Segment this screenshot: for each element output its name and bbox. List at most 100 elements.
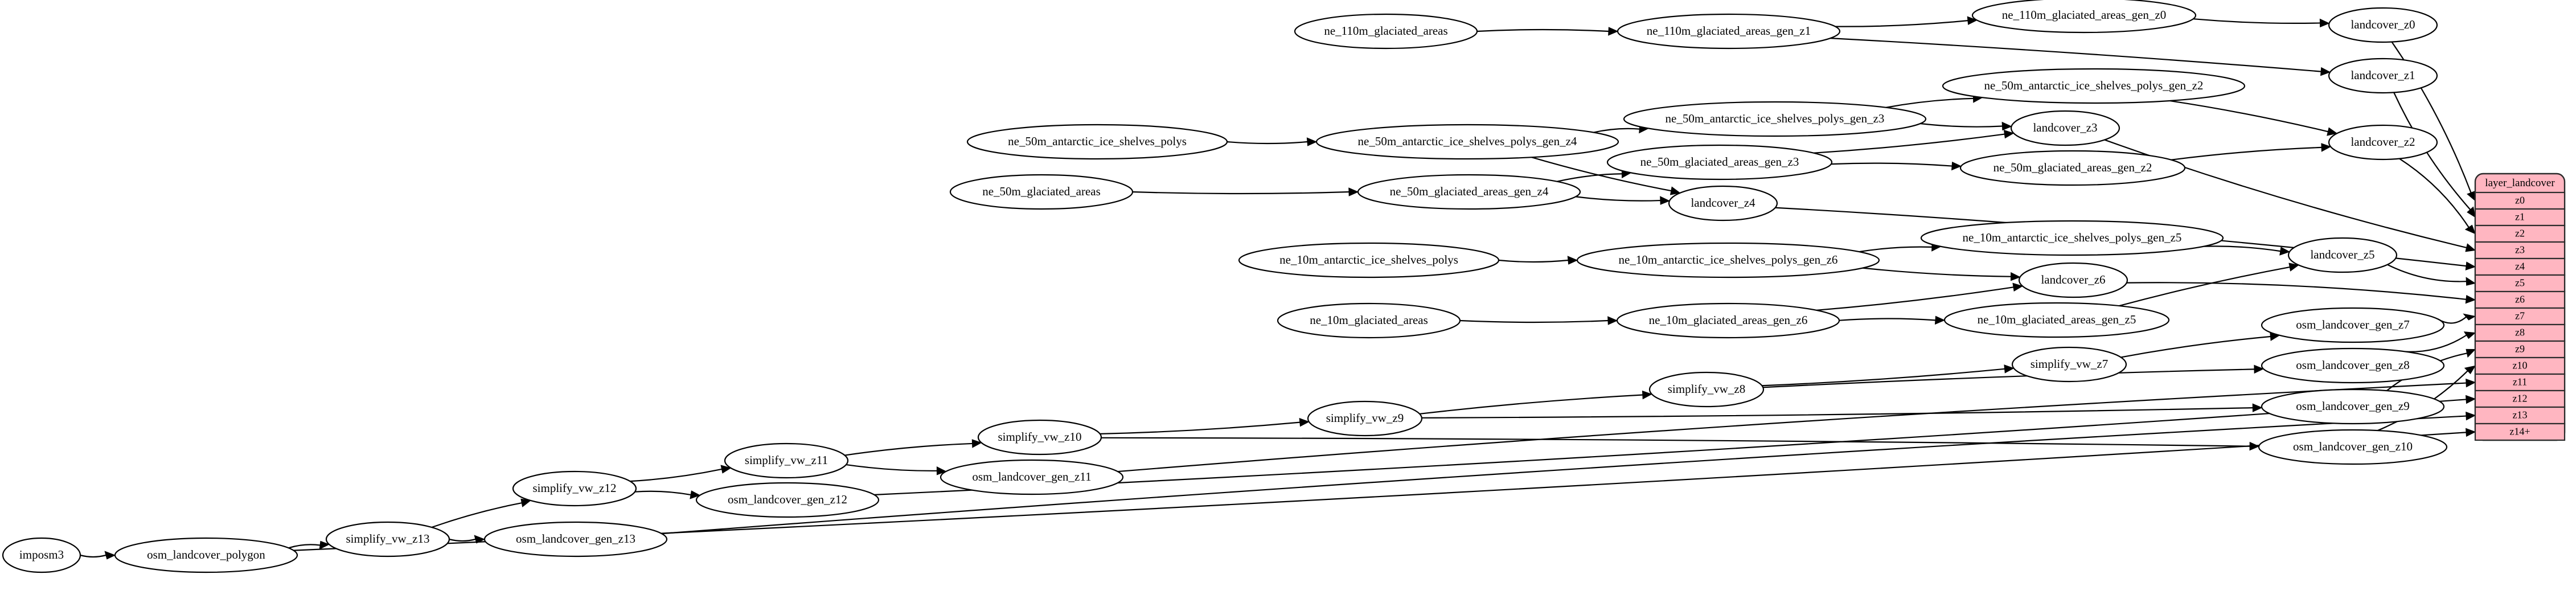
node-label: simplify_vw_z7 [2031, 357, 2109, 371]
record-table-row-z7[interactable] [2474, 307, 2566, 326]
edge-arrowhead [1934, 315, 1946, 325]
record-table-title: layer_landcover [2485, 177, 2555, 189]
graph-edge [1830, 38, 2321, 72]
edge-arrowhead [2010, 272, 2021, 281]
node-ellipse [1277, 302, 1461, 339]
graph-edge [1459, 319, 1609, 323]
graph-node-ne_50m_glaciated_areas_gen_z4[interactable]: ne_50m_glaciated_areas_gen_z4 [1357, 174, 1581, 210]
node-label: ne_50m_glaciated_areas_gen_z3 [1640, 155, 1799, 169]
graph-node-ne_10m_glaciated_areas[interactable]: ne_10m_glaciated_areas [1277, 302, 1461, 339]
node-ellipse [2010, 110, 2120, 146]
graph-node-ne_10m_antarctic_ice_shelves_polys_gen_z6[interactable]: ne_10m_antarctic_ice_shelves_polys_gen_z… [1576, 242, 1880, 278]
graph-node-landcover_z3[interactable]: landcover_z3 [2010, 110, 2120, 146]
graph-node-simplify_vw_z12[interactable]: simplify_vw_z12 [512, 470, 637, 507]
graph-node-ne_50m_antarctic_ice_shelves_polys_gen_z4[interactable]: ne_50m_antarctic_ice_shelves_polys_gen_z… [1315, 124, 1619, 160]
node-label: landcover_z0 [2351, 18, 2415, 31]
graph-node-osm_landcover_gen_z7[interactable]: osm_landcover_gen_z7 [2261, 307, 2445, 343]
graph-edge [1763, 368, 2255, 388]
edge-arrowhead [2012, 282, 2024, 292]
node-label: imposm3 [19, 548, 64, 561]
edge-arrowhead [2466, 378, 2476, 388]
edge-arrowhead [2465, 294, 2476, 304]
graph-node-landcover_z4[interactable]: landcover_z4 [1668, 185, 1778, 222]
node-ellipse [114, 537, 298, 573]
graph-node-ne_10m_antarctic_ice_shelves_polys[interactable]: ne_10m_antarctic_ice_shelves_polys [1238, 242, 1500, 278]
graph-edge [1227, 141, 1308, 145]
node-label: ne_50m_antarctic_ice_shelves_polys_gen_z… [1666, 112, 1885, 125]
edge-arrowhead [2467, 206, 2476, 218]
graph-node-osm_landcover_gen_z8[interactable]: osm_landcover_gen_z8 [2261, 347, 2445, 384]
record-table-row-label: z2 [2515, 228, 2525, 239]
graph-node-ne_50m_antarctic_ice_shelves_polys_gen_z2[interactable]: ne_50m_antarctic_ice_shelves_polys_gen_z… [1942, 68, 2246, 104]
graph-node-osm_landcover_gen_z13[interactable]: osm_landcover_gen_z13 [483, 521, 668, 557]
node-label: ne_10m_antarctic_ice_shelves_polys [1279, 253, 1458, 266]
record-table-row-z2[interactable] [2474, 224, 2566, 243]
graph-edge [1531, 157, 1672, 192]
node-ellipse [1576, 242, 1880, 278]
node-label: osm_landcover_gen_z9 [2296, 399, 2409, 413]
node-label: simplify_vw_z12 [533, 481, 617, 495]
graph-node-osm_landcover_gen_z12[interactable]: osm_landcover_gen_z12 [695, 482, 880, 518]
graph-node-ne_110m_glaciated_areas[interactable]: ne_110m_glaciated_areas [1294, 13, 1478, 50]
record-table-row-z13[interactable] [2474, 406, 2566, 425]
edge-arrowhead [104, 551, 116, 560]
graph-node-ne_110m_glaciated_areas_gen_z0[interactable]: ne_110m_glaciated_areas_gen_z0 [1971, 0, 2197, 34]
node-ellipse [949, 174, 1134, 210]
node-ellipse [966, 124, 1228, 160]
graph-node-osm_landcover_polygon[interactable]: osm_landcover_polygon [114, 537, 298, 573]
graph-node-simplify_vw_z8[interactable]: simplify_vw_z8 [1648, 371, 1765, 408]
edge-arrowhead [1670, 186, 1681, 195]
graph-node-ne_50m_glaciated_areas[interactable]: ne_50m_glaciated_areas [949, 174, 1134, 210]
graph-node-ne_10m_glaciated_areas_gen_z6[interactable]: ne_10m_glaciated_areas_gen_z6 [1616, 302, 1840, 339]
graph-node-ne_50m_glaciated_areas_gen_z2[interactable]: ne_50m_glaciated_areas_gen_z2 [1959, 150, 2186, 186]
record-table-row-z6[interactable] [2474, 290, 2566, 309]
graph-edge [1831, 162, 1952, 167]
graph-node-osm_landcover_gen_z10[interactable]: osm_landcover_gen_z10 [2258, 429, 2448, 465]
graph-node-ne_50m_antarctic_ice_shelves_polys_gen_z3[interactable]: ne_50m_antarctic_ice_shelves_polys_gen_z… [1623, 101, 1927, 137]
node-ellipse [2261, 347, 2445, 384]
graph-node-ne_10m_glaciated_areas_gen_z5[interactable]: ne_10m_glaciated_areas_gen_z5 [1943, 302, 2170, 338]
record-table-row-label: z8 [2515, 327, 2525, 338]
graph-edge [1839, 318, 1936, 321]
graph-node-ne_50m_glaciated_areas_gen_z3[interactable]: ne_50m_glaciated_areas_gen_z3 [1606, 144, 1833, 181]
graph-node-imposm3[interactable]: imposm3 [2, 537, 81, 573]
graph-node-simplify_vw_z11[interactable]: simplify_vw_z11 [724, 442, 849, 479]
record-table-row-label: z4 [2515, 261, 2525, 272]
graph-node-osm_landcover_gen_z11[interactable]: osm_landcover_gen_z11 [940, 459, 1124, 495]
node-label: ne_10m_glaciated_areas_gen_z6 [1649, 313, 1808, 327]
graph-node-landcover_z2[interactable]: landcover_z2 [2328, 124, 2438, 161]
graph-node-ne_10m_antarctic_ice_shelves_polys_gen_z5[interactable]: ne_10m_antarctic_ice_shelves_polys_gen_z… [1920, 220, 2224, 256]
graph-edge [2193, 18, 2320, 24]
node-label: ne_10m_glaciated_areas_gen_z5 [1978, 313, 2136, 326]
graph-node-landcover_z5[interactable]: landcover_z5 [2287, 237, 2398, 273]
graph-node-simplify_vw_z7[interactable]: simplify_vw_z7 [2011, 346, 2127, 383]
node-layer: ne_110m_glaciated_areas ne_110m_glaciated… [2, 0, 2448, 573]
node-label: osm_landcover_gen_z8 [2296, 358, 2409, 372]
graph-node-simplify_vw_z10[interactable]: simplify_vw_z10 [977, 419, 1102, 456]
graph-edge [2126, 282, 2467, 300]
graph-node-simplify_vw_z9[interactable]: simplify_vw_z9 [1307, 400, 1423, 437]
node-ellipse [1307, 400, 1423, 437]
node-label: ne_50m_antarctic_ice_shelves_polys_gen_z… [1984, 79, 2204, 92]
edge-arrowhead [2466, 277, 2476, 286]
graph-node-osm_landcover_gen_z9[interactable]: osm_landcover_gen_z9 [2261, 388, 2445, 425]
node-ellipse [2258, 429, 2448, 465]
node-ellipse [1668, 185, 1778, 222]
record-table-row-z10[interactable] [2474, 356, 2566, 375]
graph-node-landcover_z1[interactable]: landcover_z1 [2328, 58, 2438, 94]
graph-node-ne_110m_glaciated_areas_gen_z1[interactable]: ne_110m_glaciated_areas_gen_z1 [1617, 13, 1841, 50]
graph-node-landcover_z0[interactable]: landcover_z0 [2328, 7, 2438, 43]
edge-arrowhead [1967, 16, 1978, 25]
record-table-row-z4[interactable] [2474, 257, 2566, 276]
node-ellipse [2011, 346, 2127, 383]
record-table-row-label: z9 [2515, 343, 2525, 355]
record-table-row-z14+[interactable] [2474, 423, 2566, 441]
graph-node-simplify_vw_z13[interactable]: simplify_vw_z13 [325, 521, 450, 557]
graph-node-landcover_z6[interactable]: landcover_z6 [2018, 262, 2128, 298]
graph-node-ne_50m_antarctic_ice_shelves_polys[interactable]: ne_50m_antarctic_ice_shelves_polys [966, 124, 1228, 160]
edge-arrowhead [1306, 137, 1318, 146]
graph-edge [1862, 267, 2011, 277]
node-ellipse [1238, 242, 1500, 278]
node-label: ne_10m_glaciated_areas [1310, 313, 1428, 327]
